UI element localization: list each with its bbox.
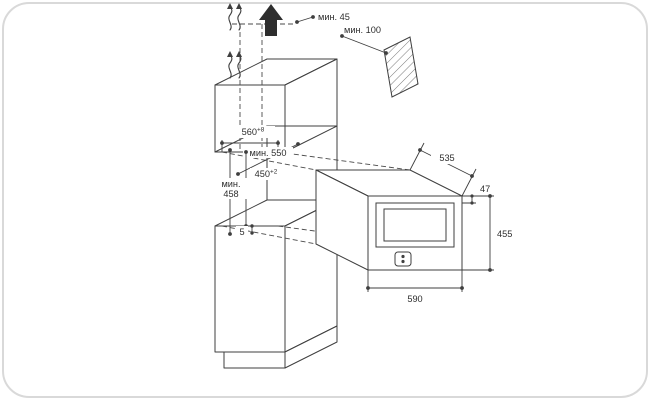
dim-label-min-height-2: 458 — [223, 189, 238, 199]
dim-label-appliance-height: 455 — [497, 229, 512, 239]
dim-label-niche-height: 450+2 — [255, 169, 278, 180]
dim-appliance-depth: 535 — [409, 142, 477, 197]
dim-rear-clearance: мин. 100 — [340, 25, 388, 55]
exhaust-arrow-icon — [259, 4, 283, 36]
knob-dot-2 — [401, 259, 405, 264]
dim-appliance-width: 590 — [366, 270, 464, 304]
dim-label-appliance-width: 590 — [407, 294, 422, 304]
cabinet-plinth-side — [284, 325, 338, 369]
dim-label-rear-clearance: мин. 100 — [344, 25, 381, 35]
dim-label-min-height-1: мин. — [221, 179, 240, 189]
dim-label-niche-width: 560+8 — [242, 127, 265, 138]
oven-control-knob — [394, 251, 412, 267]
dim-label-panel-height: 47 — [480, 184, 490, 194]
airflow-squiggle-icon-top — [227, 3, 242, 31]
cabinet-upper-front — [214, 84, 286, 153]
knob-dot-1 — [401, 254, 405, 259]
dim-label-front-gap: 5 — [239, 227, 244, 237]
dim-top-clearance: мин. 45 — [295, 12, 350, 24]
oven-door-window — [383, 208, 447, 242]
cabinet-plinth-front — [223, 351, 286, 369]
dim-label-appliance-depth: 535 — [439, 153, 454, 163]
airflow-squiggle-icon-bottom — [227, 51, 242, 79]
dim-niche-depth: мин. 550 — [236, 142, 300, 176]
oven-unit — [315, 169, 463, 271]
dim-min-height: мин. 458 — [214, 148, 248, 236]
dim-label-niche-depth: мин. 550 — [250, 148, 287, 158]
dim-appliance-height: 455 — [462, 194, 521, 272]
dim-front-gap: 5 — [236, 224, 254, 237]
cabinet-column — [214, 58, 338, 369]
dim-niche-width: 560+8 — [220, 126, 280, 152]
wall-hatch — [383, 36, 419, 98]
dim-label-top-clearance: мин. 45 — [318, 12, 350, 22]
oven-door-frame — [375, 202, 455, 248]
oven-front-face — [367, 195, 463, 271]
cabinet-lower-front — [214, 225, 286, 353]
wall-section — [383, 36, 419, 98]
